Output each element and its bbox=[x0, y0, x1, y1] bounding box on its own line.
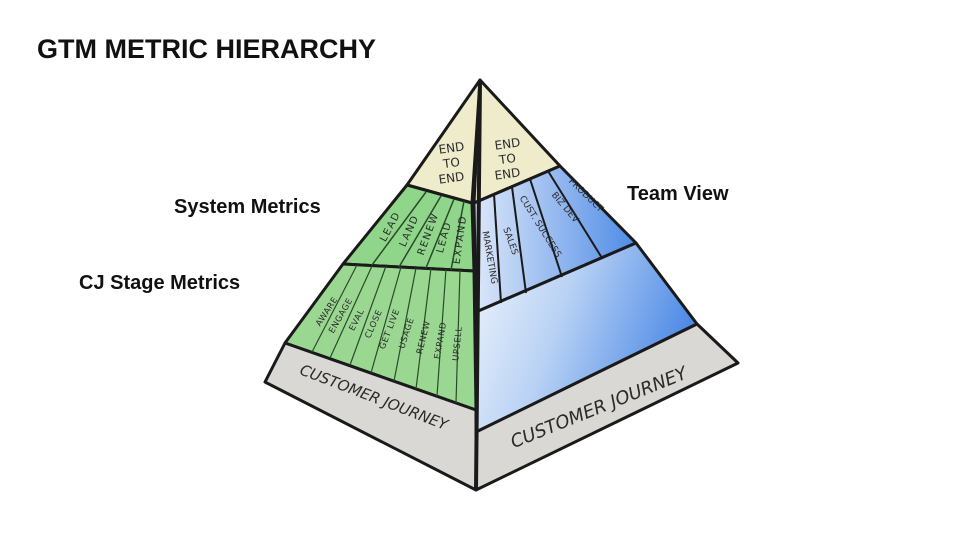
right-top-text: END TO END bbox=[494, 135, 522, 182]
team-view-label: Team View bbox=[627, 183, 729, 205]
page-title: GTM METRIC HIERARCHY bbox=[37, 34, 376, 64]
right-top-line-2: TO bbox=[497, 151, 517, 167]
left-face bbox=[263, 78, 482, 492]
cj-stage-metrics-label: CJ Stage Metrics bbox=[79, 272, 241, 294]
left-top-line-1: END bbox=[438, 139, 466, 156]
system-metrics-label: System Metrics bbox=[174, 196, 321, 218]
cj-stage-item: UPSELL bbox=[451, 326, 465, 361]
right-top-line-3: END bbox=[494, 165, 522, 182]
left-top-line-3: END bbox=[438, 169, 466, 186]
left-top-text: END TO END bbox=[438, 139, 466, 186]
right-top-line-1: END bbox=[494, 135, 522, 152]
left-top-line-2: TO bbox=[441, 155, 461, 171]
pyramid-ridge bbox=[474, 79, 482, 491]
